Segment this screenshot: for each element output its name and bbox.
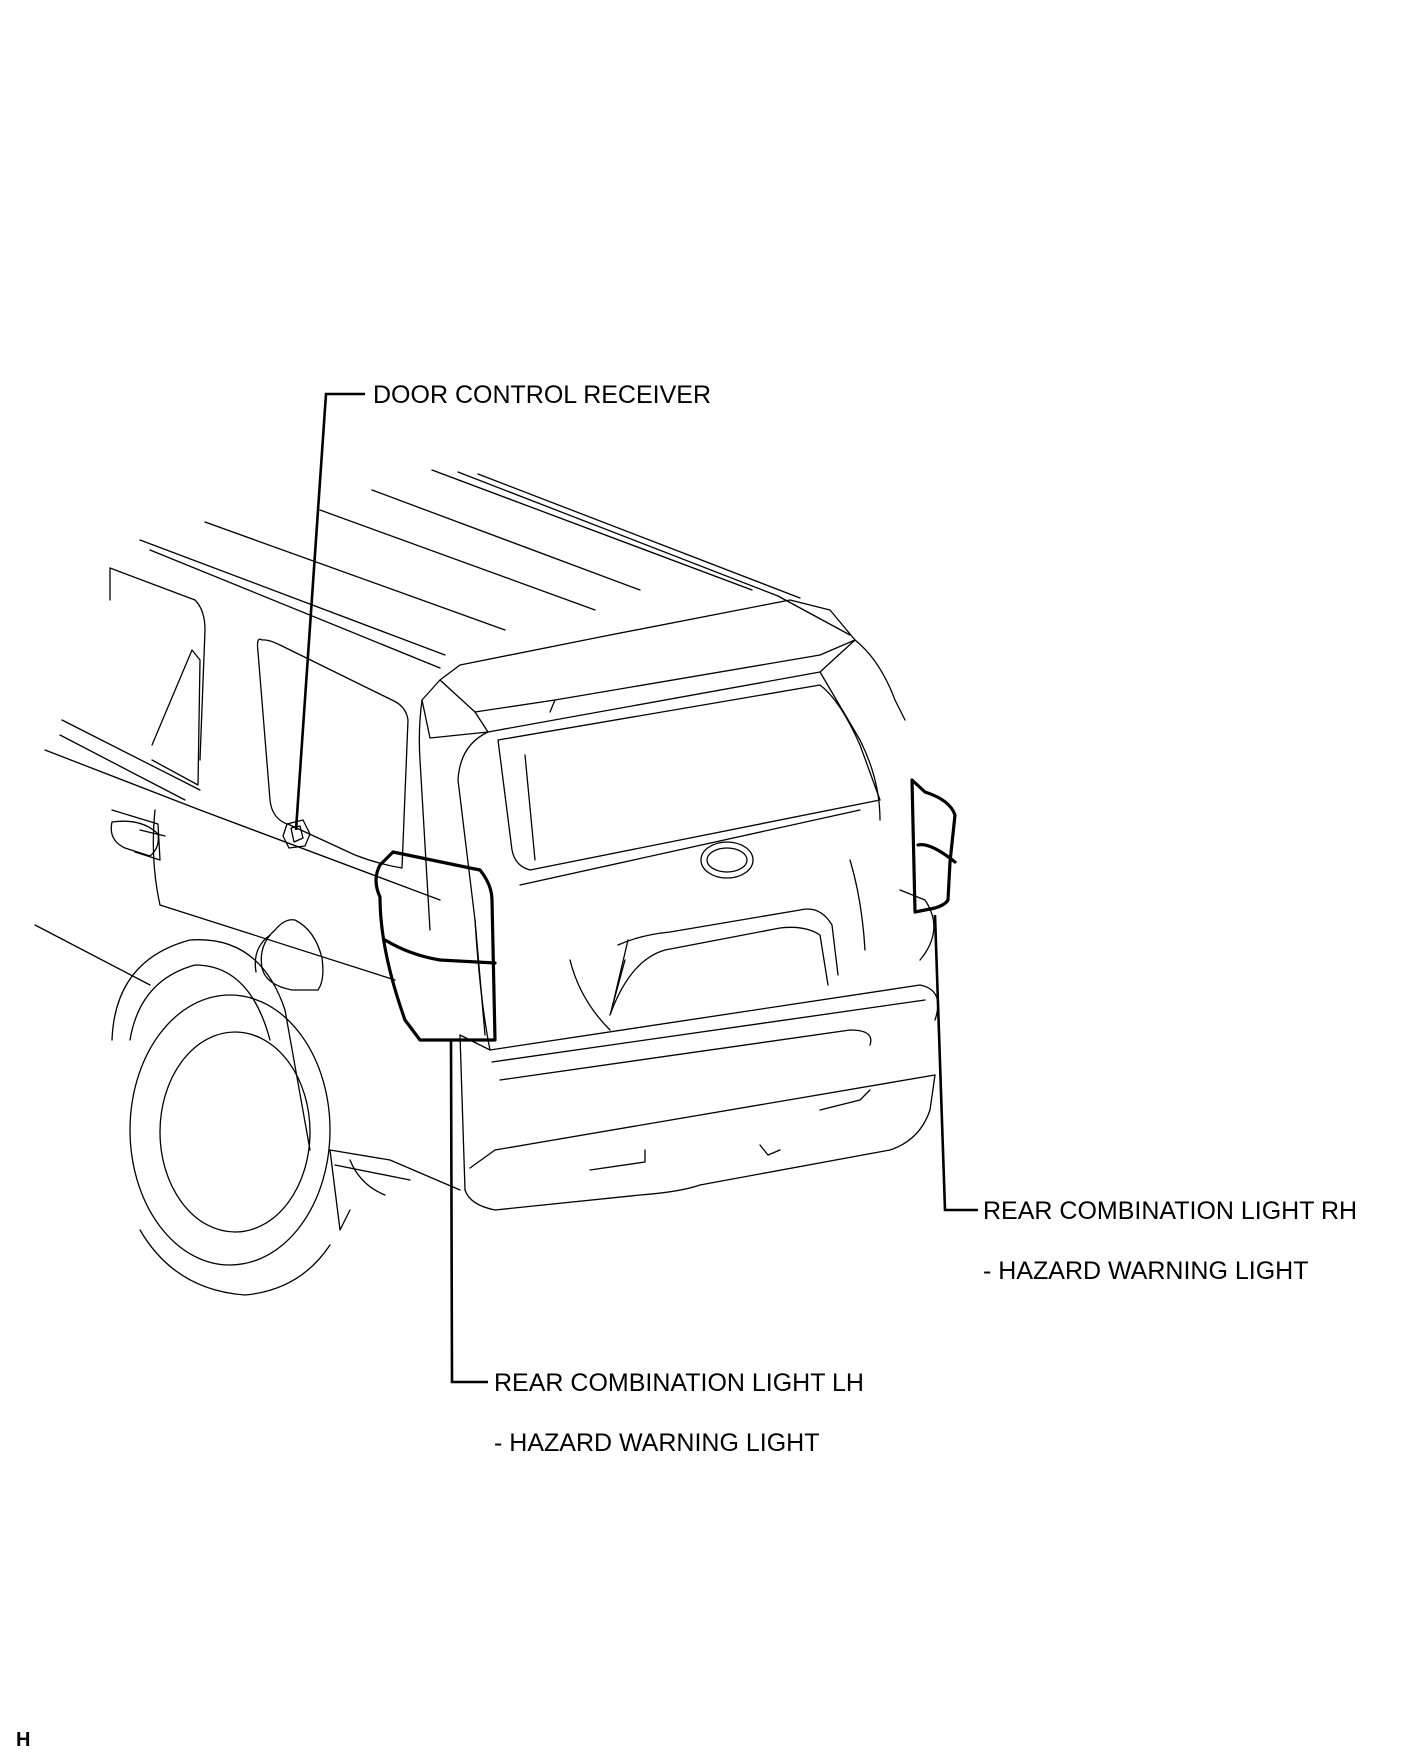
label-rear-light-rh: REAR COMBINATION LIGHT RH	[983, 1197, 1357, 1225]
leader-rear-light-rh	[933, 914, 978, 1212]
rear-combination-light-rh	[910, 778, 957, 914]
leader-door-control-receiver	[294, 392, 365, 831]
door-control-receiver-part	[282, 819, 311, 849]
leader-rear-light-lh	[449, 1039, 488, 1384]
vehicle-outline	[34, 469, 939, 1296]
label-rear-light-rh-sub: - HAZARD WARNING LIGHT	[983, 1257, 1308, 1285]
figure-id: H	[16, 1729, 30, 1751]
label-rear-light-lh-sub: - HAZARD WARNING LIGHT	[494, 1429, 819, 1457]
rear-combination-light-lh	[374, 850, 497, 1042]
label-rear-light-lh: REAR COMBINATION LIGHT LH	[494, 1369, 864, 1397]
label-door-control-receiver: DOOR CONTROL RECEIVER	[373, 381, 711, 409]
leader-lines	[294, 392, 978, 1384]
